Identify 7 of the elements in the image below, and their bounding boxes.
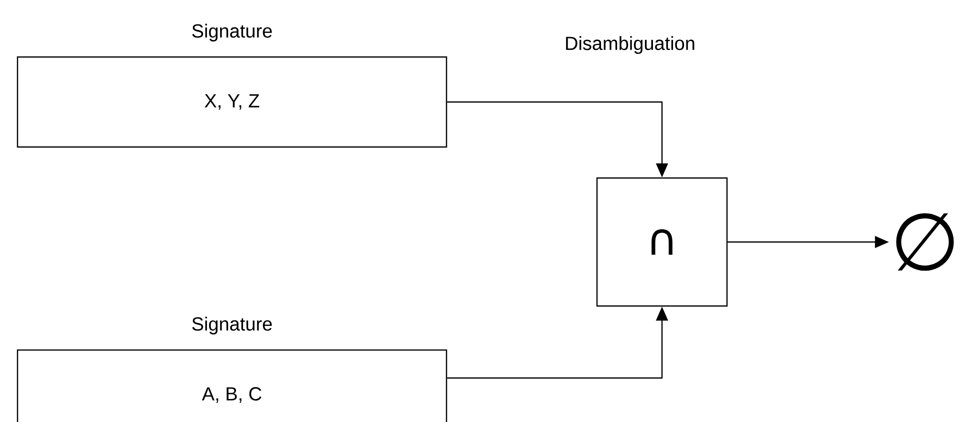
intersection-box: ∩ (596, 177, 728, 307)
node-label: Signature (192, 316, 272, 334)
heading: Disambiguation (566, 36, 694, 54)
empty-set-symbol: ∅ (896, 213, 954, 271)
signature-box: Signature A, B, C (16, 316, 448, 422)
signature-box: Signature X, Y, Z (16, 24, 448, 148)
node-label: Signature (192, 24, 272, 42)
